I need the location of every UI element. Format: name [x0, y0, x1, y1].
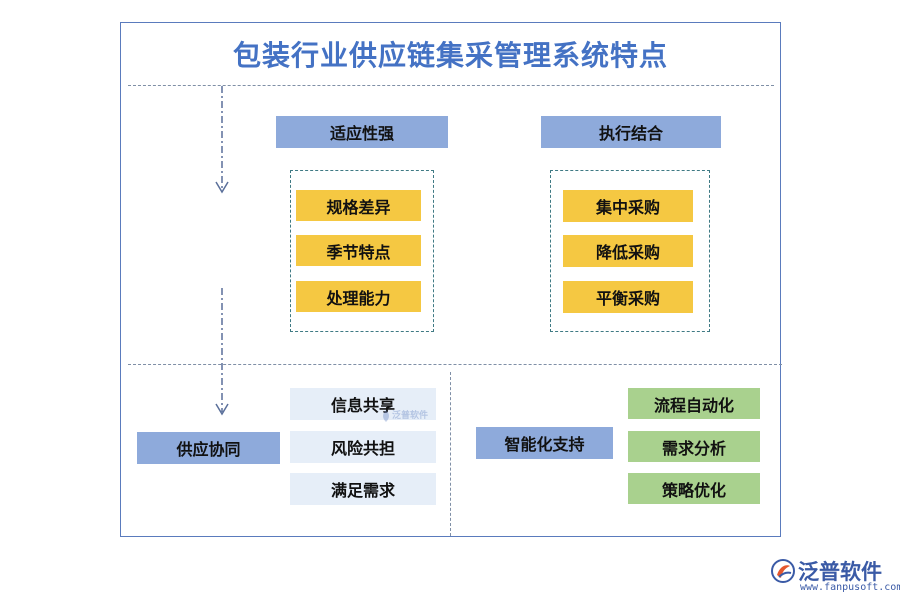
section-heading-intelligent-support: 智能化支持	[476, 427, 613, 459]
title-separator	[128, 85, 774, 86]
section-heading-adaptability: 适应性强	[276, 116, 448, 148]
bottom-divider	[450, 372, 451, 536]
adaptability-items-group	[290, 170, 434, 332]
brand-logo: 泛普软件 www.fanpusoft.com	[770, 556, 900, 596]
item-reduce-purchasing: 降低采购	[563, 235, 693, 267]
item-info-sharing: 信息共享	[290, 388, 436, 420]
section-heading-supply-collaboration: 供应协同	[137, 432, 280, 464]
brand-logo-icon	[771, 559, 795, 583]
watermark-logo: 泛普软件	[380, 406, 429, 428]
item-balance-purchasing: 平衡采购	[563, 281, 693, 313]
brand-url: www.fanpusoft.com	[800, 582, 900, 593]
item-strategy-optimization: 策略优化	[628, 473, 760, 504]
item-meet-demand: 满足需求	[290, 473, 436, 505]
item-seasonal-features: 季节特点	[296, 235, 421, 266]
item-demand-analysis: 需求分析	[628, 431, 760, 462]
item-centralized-purchasing: 集中采购	[563, 190, 693, 222]
item-process-automation: 流程自动化	[628, 388, 760, 419]
watermark-text: 泛普软件	[392, 411, 429, 421]
flow-arrow-down-icon	[215, 86, 229, 194]
watermark-logo-icon	[383, 410, 389, 422]
item-processing-capacity: 处理能力	[296, 281, 421, 312]
flow-arrow-down-icon	[215, 288, 229, 416]
brand-name: 泛普软件	[798, 560, 882, 584]
execution-items-group	[550, 170, 710, 332]
section-heading-execution: 执行结合	[541, 116, 721, 148]
section-separator	[128, 364, 782, 365]
item-risk-sharing: 风险共担	[290, 431, 436, 463]
diagram-frame	[120, 22, 781, 537]
diagram-title: 包装行业供应链集采管理系统特点	[232, 39, 668, 72]
item-spec-differences: 规格差异	[296, 190, 421, 221]
